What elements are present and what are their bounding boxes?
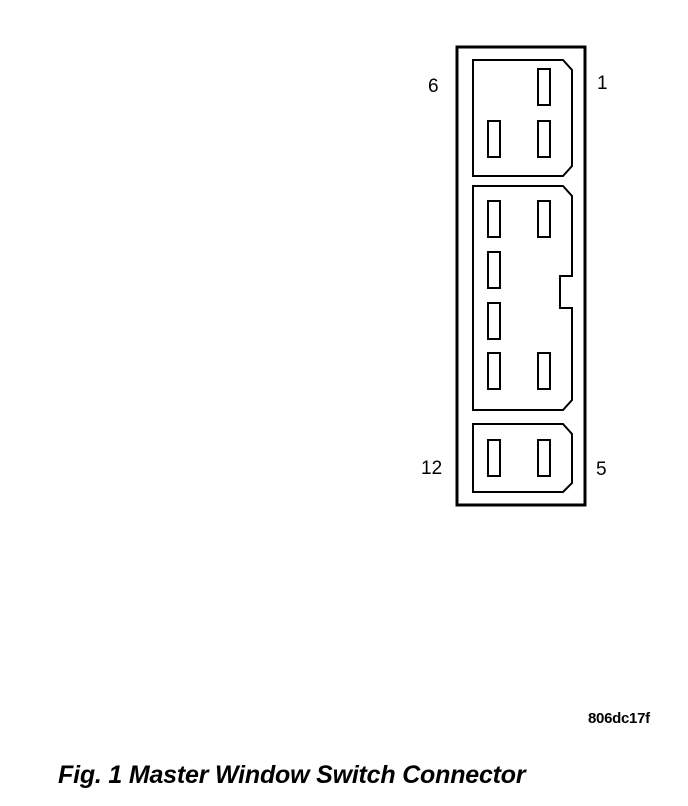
pin-terminal bbox=[487, 439, 501, 477]
pin-terminal bbox=[487, 251, 501, 289]
connector-housing bbox=[455, 45, 587, 507]
pin-terminal bbox=[487, 352, 501, 390]
figure-caption: Fig. 1 Master Window Switch Connector bbox=[58, 761, 526, 789]
middle-cavity bbox=[472, 185, 573, 411]
pin-terminal bbox=[487, 302, 501, 340]
top-cavity bbox=[472, 59, 573, 177]
pin-terminal bbox=[537, 120, 551, 158]
pin-label-1: 1 bbox=[597, 73, 608, 94]
pin-terminal bbox=[537, 200, 551, 238]
pin-label-5: 5 bbox=[596, 459, 607, 480]
pin-terminal bbox=[537, 352, 551, 390]
figure-reference-code: 806dc17f bbox=[588, 710, 650, 727]
pin-label-6: 6 bbox=[428, 76, 439, 97]
pin-terminal bbox=[487, 120, 501, 158]
pin-terminal bbox=[537, 68, 551, 106]
pin-terminal bbox=[537, 439, 551, 477]
pin-terminal bbox=[487, 200, 501, 238]
pin-label-12: 12 bbox=[421, 458, 443, 479]
bottom-cavity bbox=[472, 423, 573, 493]
